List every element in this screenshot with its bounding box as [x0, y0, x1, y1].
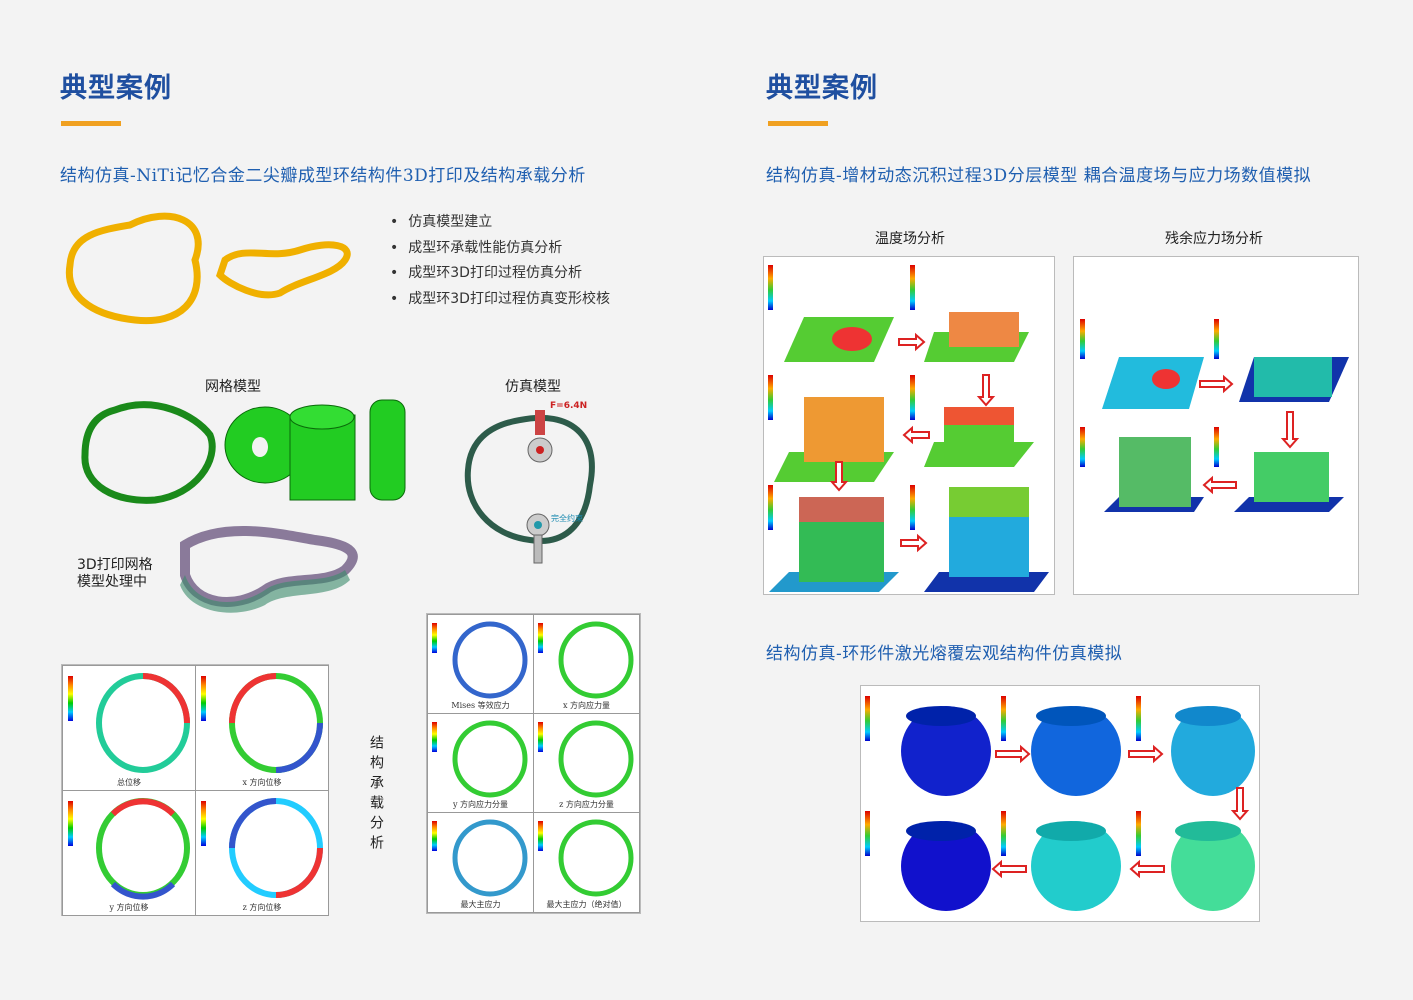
print-mesh-label: 3D打印网格 模型处理中	[77, 557, 153, 591]
right-heading: 典型案例	[766, 73, 878, 104]
stress-cell: x 方向应力量	[533, 614, 640, 714]
stress-caption: y 方向应力分量	[452, 800, 509, 809]
niti-rings-image	[65, 212, 351, 325]
sim-model-image	[464, 410, 595, 564]
print-mesh-label-line1: 3D打印网格	[77, 557, 153, 573]
stress-caption: Mises 等效应力	[451, 701, 510, 710]
structural-load-label: 结构承载分析	[368, 735, 384, 855]
stress-caption: 最大主应力（绝对值）	[546, 900, 627, 909]
disp-caption: 总位移	[117, 778, 141, 787]
left-bullet-list: 仿真模型建立 成型环承载性能仿真分析 成型环3D打印过程仿真分析 成型环3D打印…	[390, 210, 610, 312]
bullet-item: 成型环3D打印过程仿真分析	[390, 261, 610, 287]
disp-caption: x 方向位移	[242, 778, 282, 787]
temperature-field-panel	[763, 256, 1055, 595]
right-subtitle-1: 结构仿真-增材动态沉积过程3D分层模型 耦合温度场与应力场数值模拟	[766, 166, 1312, 186]
mesh-model-image	[81, 399, 406, 504]
disp-cell: z 方向位移	[195, 790, 329, 916]
temperature-field-label: 温度场分析	[875, 231, 945, 247]
disp-cell: y 方向位移	[62, 790, 196, 916]
residual-stress-label: 残余应力场分析	[1165, 231, 1263, 247]
stress-cell: 最大主应力（绝对值）	[533, 812, 640, 913]
bullet-item: 成型环承载性能仿真分析	[390, 236, 610, 262]
print-mesh-image	[180, 525, 358, 613]
bullet-item: 成型环3D打印过程仿真变形校核	[390, 287, 610, 313]
disp-cell: 总位移	[62, 665, 196, 791]
stress-cell: z 方向应力分量	[533, 713, 640, 813]
left-subtitle: 结构仿真-NiTi记忆合金二尖瓣成型环结构件3D打印及结构承载分析	[60, 166, 586, 186]
laser-cladding-panel	[860, 685, 1260, 922]
disp-caption: z 方向位移	[242, 903, 282, 912]
left-accent-bar	[61, 121, 121, 126]
stress-caption: z 方向应力分量	[559, 800, 614, 809]
stress-caption: x 方向应力量	[562, 701, 611, 710]
stress-cell: Mises 等效应力	[427, 614, 534, 714]
right-subtitle-2: 结构仿真-环形件激光熔覆宏观结构件仿真模拟	[766, 644, 1123, 664]
bullet-item: 仿真模型建立	[390, 210, 610, 236]
displacement-grid: 总位移 x 方向位移 y 方向位移 z 方向位移	[61, 664, 329, 916]
laser-cladding-image	[865, 696, 1255, 911]
stress-cell: y 方向应力分量	[427, 713, 534, 813]
residual-stress-image	[1080, 319, 1349, 512]
left-heading: 典型案例	[60, 73, 172, 104]
force-label: F=6.4N	[550, 401, 588, 411]
print-mesh-label-line2: 模型处理中	[77, 574, 147, 590]
stress-grid: Mises 等效应力 x 方向应力量 y 方向应力分量 z 方向应力分量 最大主…	[426, 613, 641, 914]
stress-cell: 最大主应力	[427, 812, 534, 913]
residual-stress-panel	[1073, 256, 1359, 595]
sim-model-label: 仿真模型	[505, 379, 561, 395]
mesh-model-label: 网格模型	[205, 379, 261, 395]
disp-caption: y 方向位移	[109, 903, 149, 912]
disp-cell: x 方向位移	[195, 665, 329, 791]
stress-caption: 最大主应力	[460, 900, 501, 909]
temperature-field-image	[768, 265, 1049, 592]
constraint-label: 完全约束	[551, 514, 583, 523]
right-accent-bar	[768, 121, 828, 126]
